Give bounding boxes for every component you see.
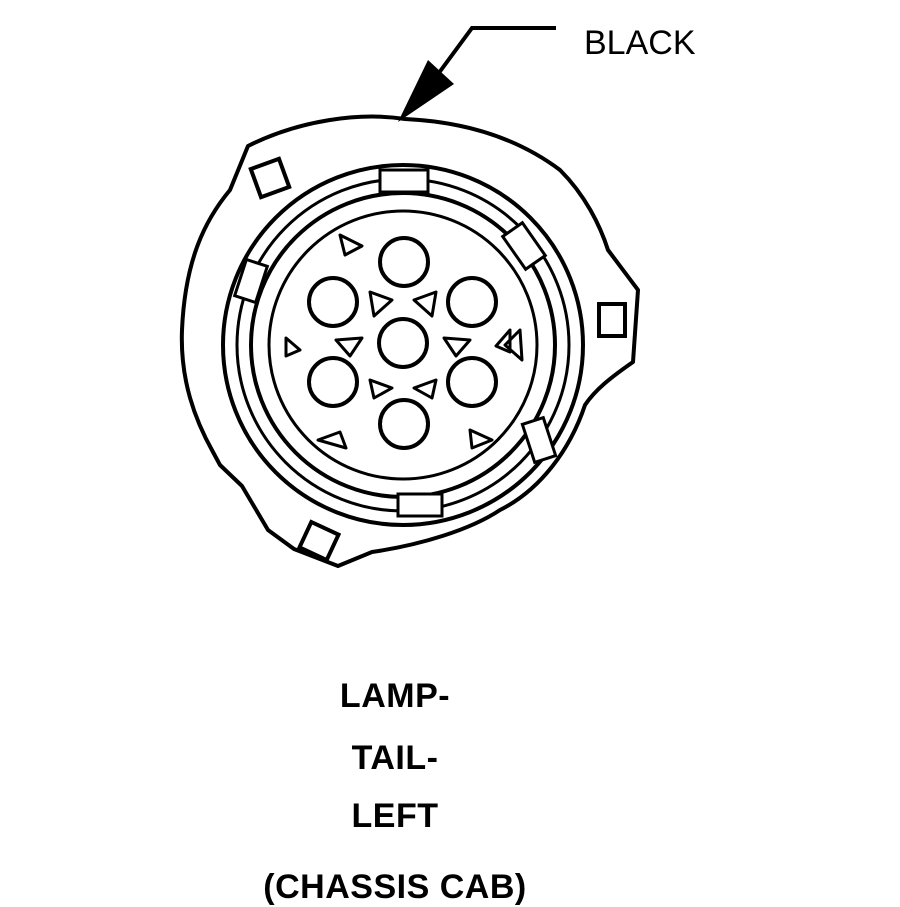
wire-color-label: BLACK [584, 24, 696, 62]
connector-housing [179, 114, 640, 568]
locking-keys [232, 168, 558, 518]
cavities [307, 236, 498, 450]
leader-arrow [398, 26, 556, 122]
cavity-4 [378, 398, 430, 450]
connector-title-line-1: LAMP- [339, 677, 451, 715]
cavity-1 [378, 236, 430, 288]
guide-teeth [316, 233, 524, 450]
cavity-spacers [284, 290, 512, 400]
connector-subtitle: (CHASSIS CAB) [263, 868, 527, 906]
cavity-7 [377, 317, 429, 369]
cavity-5 [307, 356, 359, 408]
cavity-2 [446, 276, 498, 328]
connector-title-line-2: TAIL- [351, 739, 439, 777]
cavity-6 [307, 276, 359, 328]
connector-title-line-3: LEFT [351, 797, 439, 835]
cavity-3 [446, 356, 498, 408]
mounting-tabs [248, 156, 627, 563]
